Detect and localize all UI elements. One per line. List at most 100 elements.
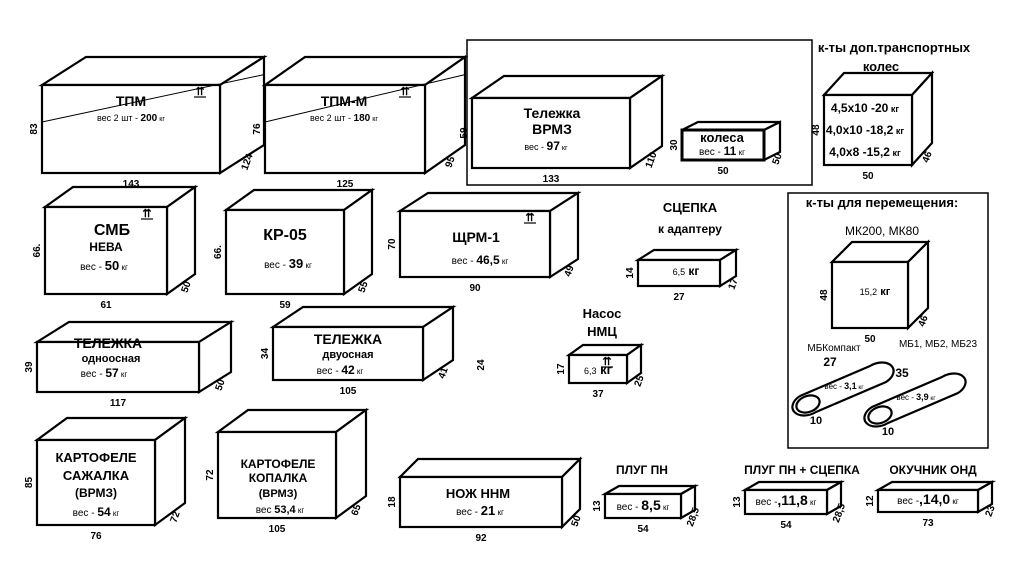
weight-label: 6,5 кг — [673, 264, 700, 278]
dim-width: 105 — [340, 386, 357, 397]
dim-width: 133 — [543, 174, 560, 185]
weight-label: вес - 50 кг — [80, 258, 128, 273]
dim-height: 13 — [732, 496, 743, 508]
dim-height: 76 — [252, 123, 263, 135]
dim-depth: 46 — [917, 314, 931, 329]
dim-width: 61 — [100, 300, 112, 311]
box-shchrm1 — [396, 190, 582, 280]
dim-depth: 25 — [633, 374, 647, 389]
dim-width: 76 — [90, 531, 102, 542]
dim-depth: 46 — [921, 150, 935, 165]
roller-dim: 35 — [895, 366, 909, 380]
box-kr05 — [222, 187, 376, 297]
dim-depth: 23 — [984, 504, 998, 519]
weight-label: вес - 54 кг — [73, 505, 120, 519]
title: одноосная — [82, 353, 141, 365]
dim-width: 27 — [673, 292, 685, 303]
title: НЕВА — [89, 240, 123, 254]
dim-width: 50 — [717, 166, 729, 177]
up-arrows-icon: ⇈ — [602, 356, 611, 368]
box-kt-wheels — [821, 70, 935, 168]
stray-dim: 24 — [476, 359, 487, 371]
dim-height: 12 — [865, 495, 876, 507]
box-nasos — [565, 342, 645, 386]
dim-width: 117 — [110, 398, 127, 409]
dim-width: 37 — [592, 389, 604, 400]
dim-width: 59 — [279, 300, 291, 311]
title: Тележка — [524, 105, 581, 121]
title: ТЕЛЕЖКА — [74, 335, 142, 351]
dim-depth: 41 — [437, 366, 451, 381]
weight-label: вес 53,4 кг — [256, 504, 305, 516]
dim-height: 48 — [819, 289, 830, 301]
title: (ВРМЗ) — [259, 488, 298, 500]
dim-height: 14 — [625, 267, 636, 279]
kit-line: 4,5х10 -20 кг — [831, 101, 899, 115]
dim-width: 54 — [637, 524, 649, 535]
frame-kt-move — [787, 192, 989, 449]
dim-depth: 50 — [771, 152, 785, 167]
dim-depth: 49 — [563, 264, 577, 279]
weight-label: 6,3 кг — [584, 362, 613, 377]
dim-width: 105 — [269, 524, 286, 535]
box-scepka — [634, 248, 740, 288]
box-tpm — [38, 54, 268, 176]
title: ТПМ — [116, 93, 146, 109]
title: (ВРМЗ) — [75, 486, 117, 500]
plug-scepka-title: ПЛУГ ПН + СЦЕПКА — [744, 463, 860, 477]
up-arrows-icon: ⇈ — [400, 86, 409, 98]
dim-depth: 65 — [350, 503, 364, 518]
dim-height: 72 — [205, 469, 216, 481]
dim-height: 85 — [24, 477, 35, 489]
box-kopalka — [214, 407, 370, 521]
title: ВРМЗ — [532, 121, 572, 137]
roller-weight: вес - 3,1 кг — [824, 381, 864, 391]
weight-label: 15,2 кг — [860, 286, 891, 298]
dim-depth: 50 — [570, 514, 584, 529]
weight-label: вес - 39 кг — [264, 256, 312, 271]
weight-label: вес 2 шт - 180 кг — [310, 113, 378, 124]
box-mk200 — [829, 239, 931, 331]
dim-depth: 95 — [444, 155, 458, 170]
mb123-label: МБ1, МБ2, МБ23 — [899, 339, 977, 350]
weight-label: вес - 8,5 кг — [617, 497, 670, 513]
weight-label: вес - 46,5 кг — [452, 253, 509, 267]
dim-height: 17 — [556, 363, 567, 375]
kit-line: 4,0х8 -15,2 кг — [829, 145, 901, 159]
frame-vrmz-group — [466, 39, 813, 186]
title: двуосная — [322, 349, 373, 361]
dim-height: 39 — [24, 361, 35, 373]
roller-mb123 — [863, 372, 967, 428]
dim-depth: 50 — [214, 378, 228, 393]
up-arrows-icon: ⇈ — [142, 208, 151, 220]
kit-line: 4,0х10 -18,2 кг — [826, 123, 904, 137]
title: НОЖ ННМ — [446, 486, 510, 501]
dim-width: 92 — [475, 533, 487, 544]
box-telezhka-1 — [33, 320, 235, 394]
box-kolesa — [680, 120, 782, 162]
box-sazhalka — [33, 415, 189, 528]
dim-depth: 50 — [180, 280, 194, 295]
title: ЩРМ-1 — [452, 229, 500, 245]
dim-depth: 72 — [169, 510, 183, 525]
dim-depth: 110 — [644, 150, 660, 169]
roller-mbkompakt — [791, 361, 895, 417]
dim-height: 48 — [811, 124, 822, 136]
dim-height: 18 — [387, 496, 398, 508]
kt-move-title: к-ты для перемещения: — [806, 195, 959, 210]
kit-title: колес — [863, 59, 899, 74]
dim-height: 66. — [213, 245, 224, 259]
dim-height: 83 — [29, 123, 40, 135]
box-plug-scepka — [740, 480, 846, 516]
weight-label: вес - 21 кг — [456, 503, 504, 518]
weight-label: вес - 11 кг — [699, 144, 745, 158]
dim-width: 54 — [780, 520, 792, 531]
nasos-title: НМЦ — [587, 324, 617, 339]
box-telezhka-vrmz — [468, 73, 666, 171]
title: СМБ — [94, 222, 130, 239]
plug-title: ПЛУГ ПН — [616, 463, 668, 477]
dim-height: 30 — [669, 139, 680, 151]
dim-width: 50 — [864, 334, 876, 345]
dim-height: 34 — [260, 348, 271, 360]
